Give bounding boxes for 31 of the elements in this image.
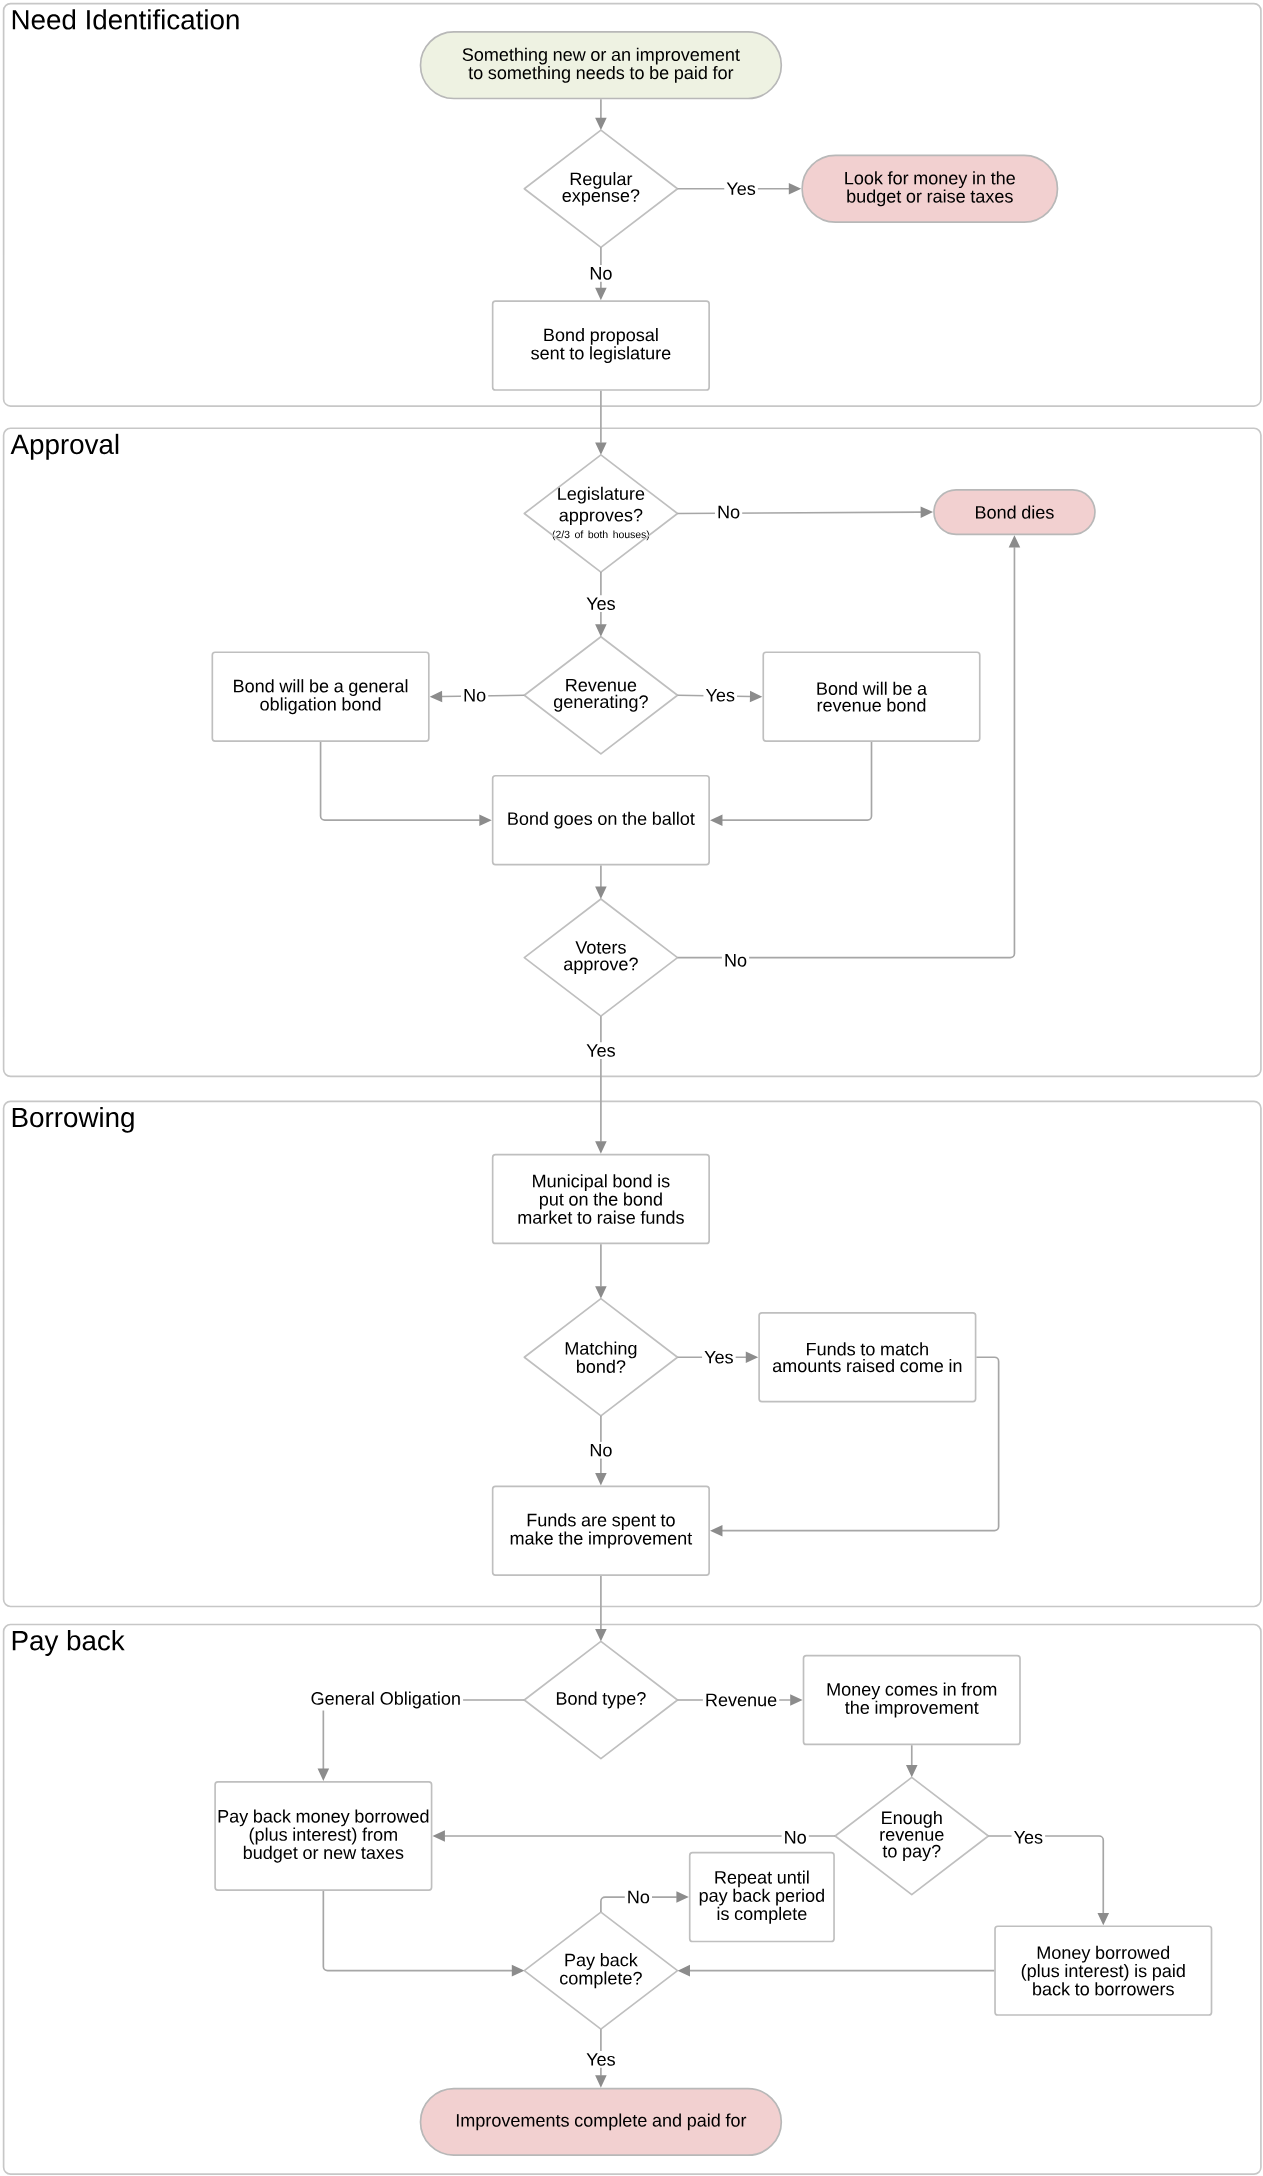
edge-label: Yes	[1011, 1829, 1046, 1846]
process-box: Funds to match amounts raised come in	[758, 1312, 977, 1403]
process-box: Money borrowed (plus interest) is paid back to borrowers	[994, 1925, 1213, 2016]
edge-label: No	[781, 1829, 809, 1846]
end-terminal: Improvements complete and paid for	[419, 2087, 783, 2157]
edge-label: Yes	[584, 2051, 618, 2068]
edge-label: No	[624, 1888, 653, 1906]
edge-label: Yes	[703, 686, 738, 704]
edge-label: No	[587, 265, 615, 282]
process-box: Funds are spent to make the improvement	[491, 1485, 711, 1576]
process-box: Repeat until pay back period is complete	[688, 1851, 835, 1943]
process-box: Municipal bond is put on the bond market to raise funds	[491, 1153, 711, 1245]
edge-label: Yes	[584, 595, 618, 613]
process-box: Bond will be a revenue bond	[762, 651, 981, 742]
edge-label: No	[461, 686, 489, 704]
edge-label: No	[722, 951, 750, 969]
edge-label: General Obligation	[308, 1689, 464, 1711]
edge-label: Revenue	[702, 1691, 780, 1709]
edge-label: Yes	[584, 1042, 618, 1059]
start-terminal: Something new or an improvement to something needs to be paid for	[419, 31, 783, 100]
process-box: Money comes in from the improvement	[802, 1654, 1021, 1746]
process-box: Bond proposal sent to legislature	[491, 300, 711, 391]
edge-label: No	[715, 503, 743, 521]
edge-label: No	[587, 1441, 615, 1459]
end-terminal: Look for money in the budget or raise taxes	[801, 154, 1059, 223]
process-box: Pay back money borrowed (plus interest) from budget or new taxes	[214, 1781, 433, 1891]
edge-label: Yes	[702, 1348, 736, 1366]
process-box: Bond goes on the ballot	[491, 774, 711, 866]
process-box: Bond will be a general obligation bond	[211, 651, 430, 742]
edge-label: Yes	[724, 180, 758, 198]
end-terminal: Bond dies	[933, 489, 1096, 536]
